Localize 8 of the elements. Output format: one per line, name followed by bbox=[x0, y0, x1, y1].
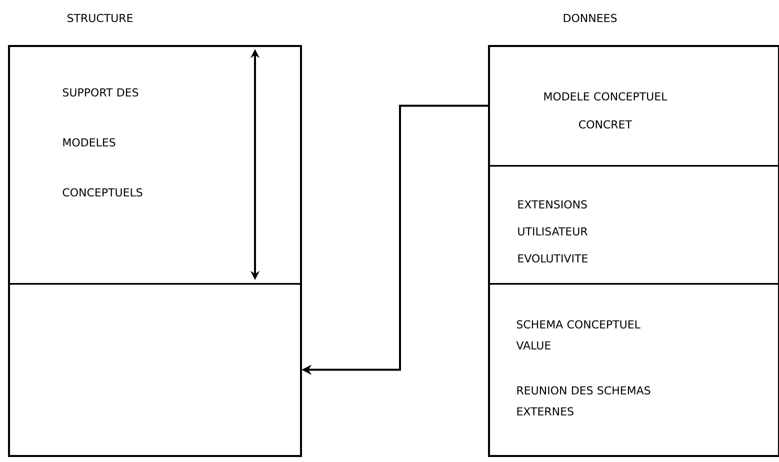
cell-text: MODELE CONCEPTUEL CONCRET bbox=[544, 92, 668, 129]
cell-text: SUPPORT DES MODELES CONCEPTUELS bbox=[62, 88, 142, 196]
cell-text: REUNION DES SCHEMAS EXTERNES bbox=[517, 386, 650, 416]
cell-text: EXTENSIONS UTILISATEUR EVOLUTIVITE bbox=[518, 200, 588, 262]
empty-cell-box bbox=[8, 283, 302, 457]
panel-heading: STRUCTURE bbox=[68, 14, 133, 22]
panel-heading: DONNEES bbox=[564, 14, 617, 22]
cell-text: SCHEMA CONCEPTUEL VALUE bbox=[516, 320, 640, 350]
